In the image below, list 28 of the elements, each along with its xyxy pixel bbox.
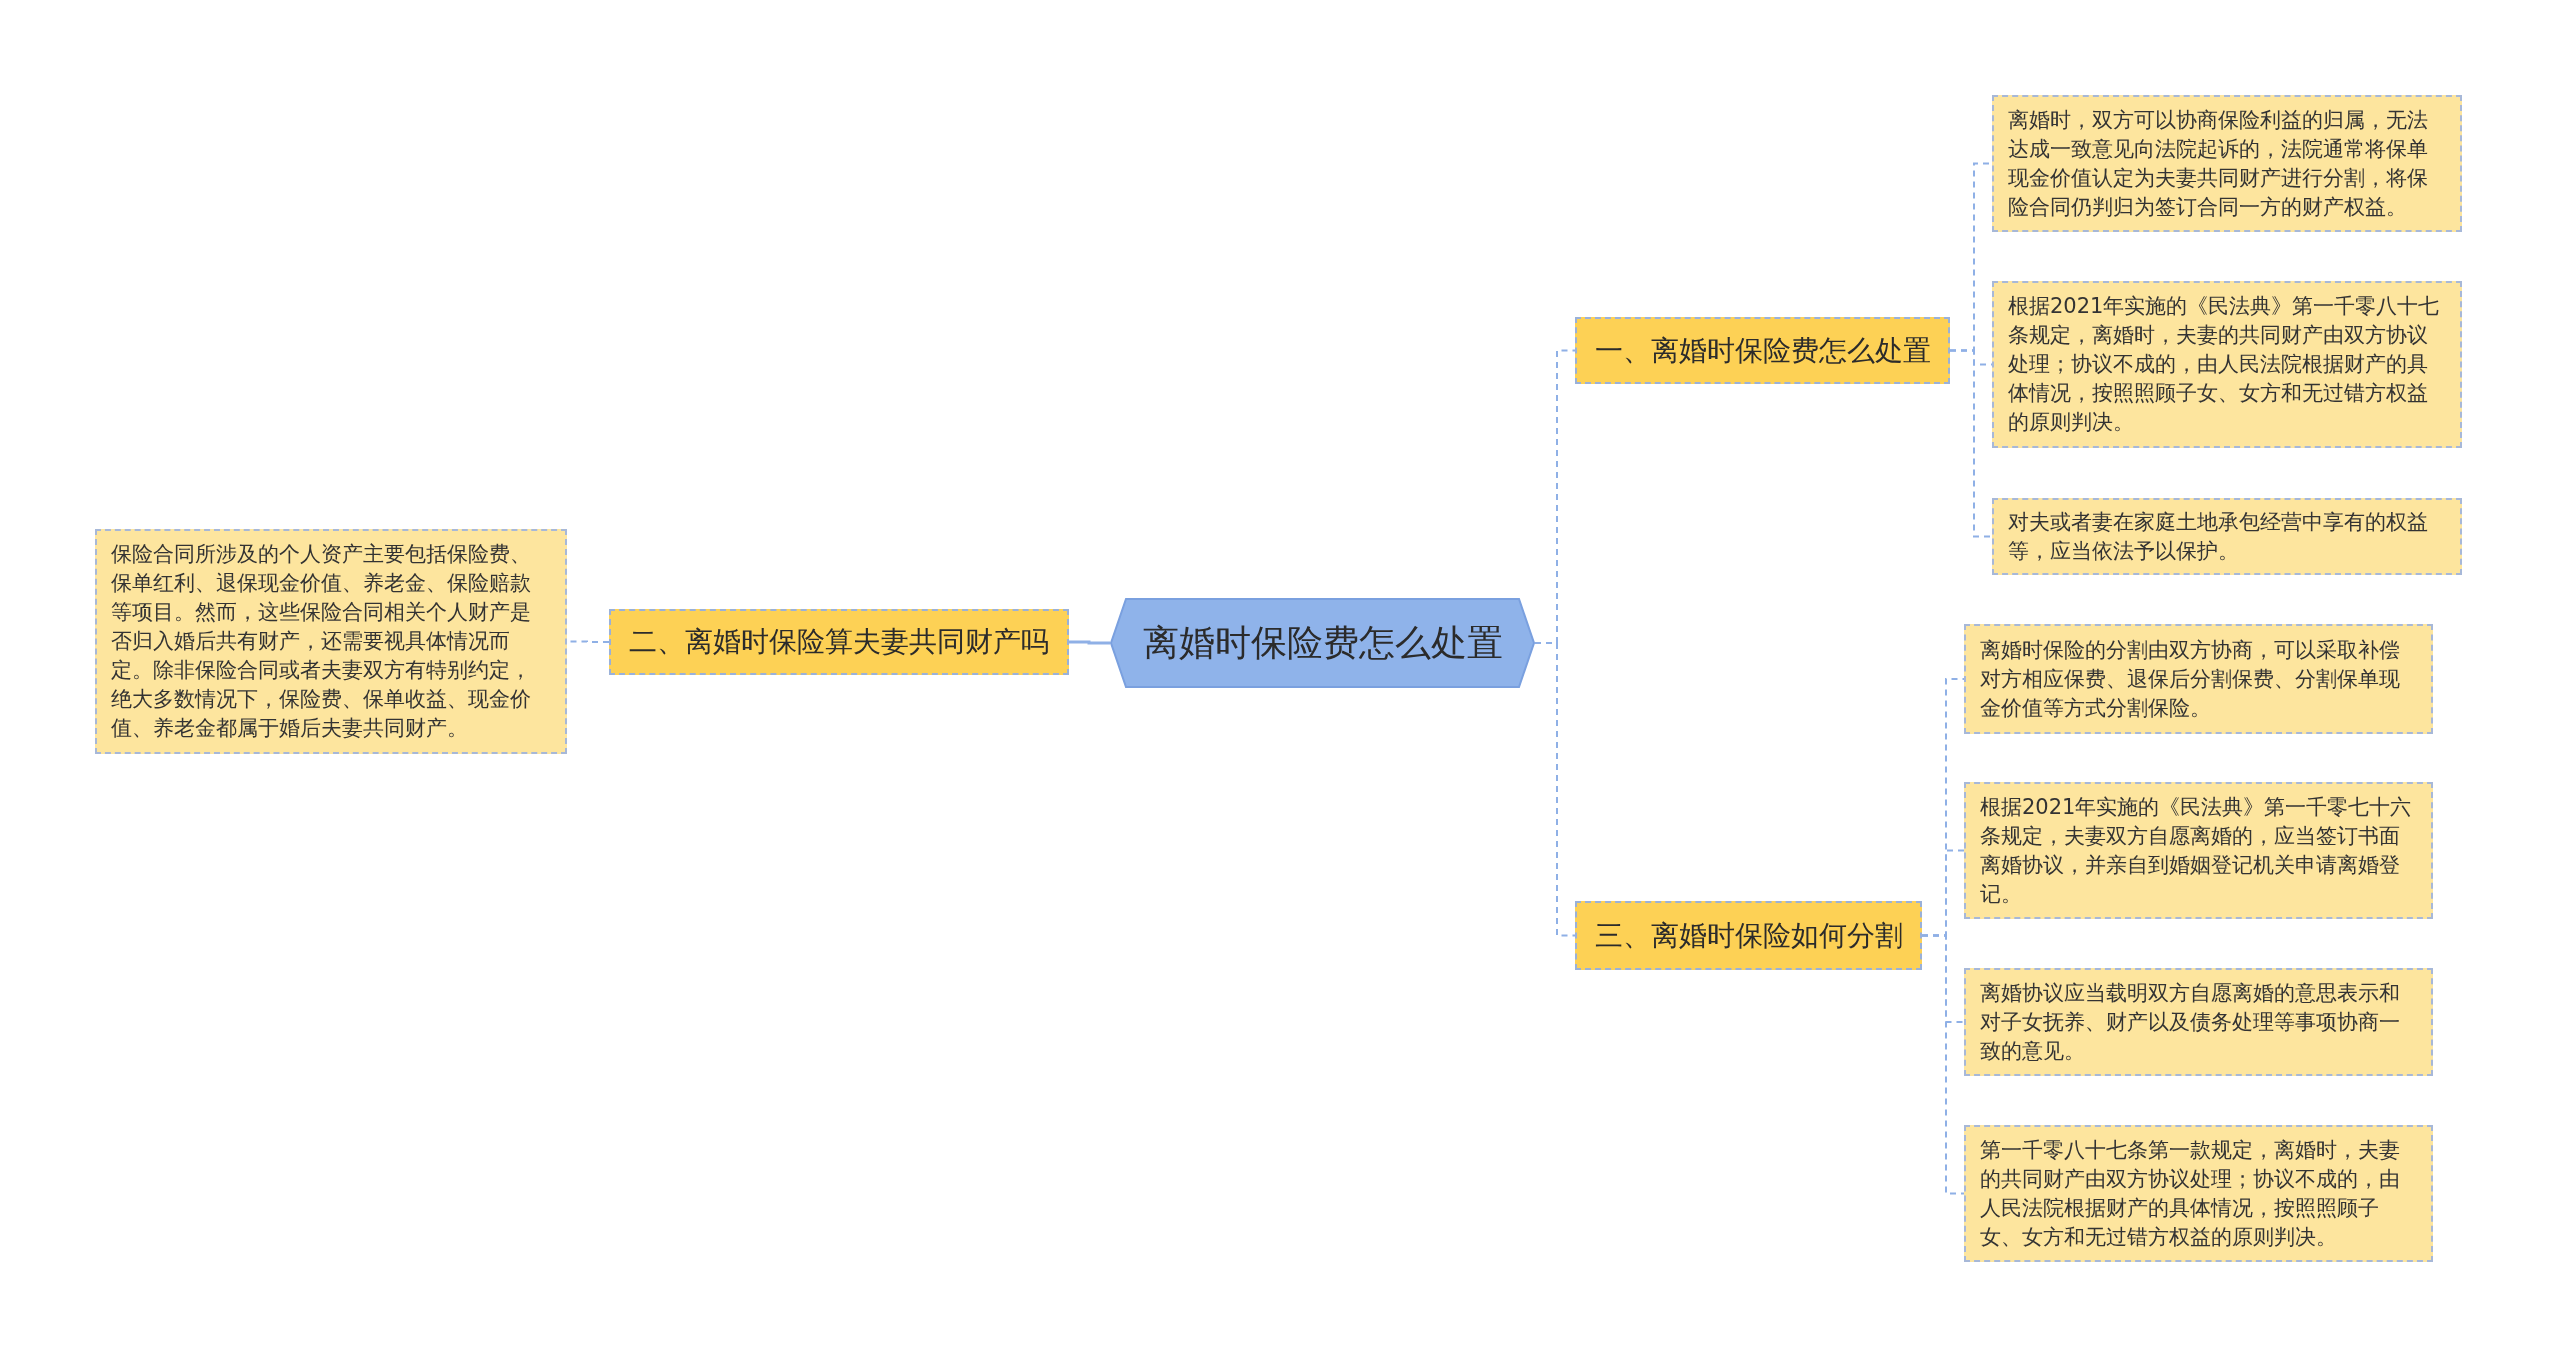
note-card [1992,498,2462,575]
note-text: 离婚协议应当载明双方自愿离婚的意思表示和对子女抚养、财产以及债务处理等事项协商一致的意见。 [1980,979,2401,1065]
note-card [1964,624,2433,734]
note-card [1964,1125,2433,1262]
note-card [95,529,567,754]
central-topic-hexagon [1110,598,1535,688]
branch-title: 三、离婚时保险如何分割 [1594,917,1903,954]
note-text: 第一千零八十七条第一款规定，离婚时，夫妻的共同财产由双方协议处理；协议不成的，由人民法院根据财产的具体情况，按照照顾子女、女方和无过错方权益的原则判决。 [1980,1136,2401,1251]
connector-line [1949,349,1993,538]
note-text: 对夫或者妻在家庭土地承包经营中享有的权益等，应当依法予以保护。 [2008,508,2429,565]
connector-line [1534,642,1576,937]
connector-line [1069,640,1110,645]
note-card [1992,95,2462,232]
topic-title: 离婚时保险费怎么处置 [1142,621,1503,665]
note-card [1992,281,2462,448]
branch-title: 二、离婚时保险算夫妻共同财产吗 [629,624,1049,660]
note-card [1964,968,2433,1076]
note-text: 保险合同所涉及的个人资产主要包括保险费、保单红利、退保现金价值、养老金、保险赔款等项目。然而，这些保险合同相关个人财产是否归入婚后共有财产，还需要视具体情况而定。除非保险合同或者夫妻双方有特别约定，绝大多数情况下，保险费、保单收益、现金价值、养老金都属于婚后夫妻共同财产。 [111,541,532,742]
branch-box [609,609,1069,675]
note-text: 离婚时保险的分割由双方协商，可以采取补偿对方相应保费、退保后分割保费、分割保单现金价值等方式分割保险。 [1980,636,2401,722]
note-text: 离婚时，双方可以协商保险利益的归属，无法达成一致意见向法院起诉的，法院通常将保单现金价值认定为夫妻共同财产进行分割，将保险合同仍判归为签订合同一方的财产权益。 [2008,106,2429,221]
branch-title: 一、离婚时保险费怎么处置 [1594,332,1931,369]
branch-box [1575,901,1922,970]
connector-line [1921,934,1965,1195]
note-text: 根据2021年实施的《民法典》第一千零八十七条规定，离婚时，夫妻的共同财产由双方协议处理；协议不成的，由人民法院根据财产的具体情况，按照照顾子女、女方和无过错方权益的原则判决。 [2008,293,2441,436]
branch-box [1575,317,1950,384]
note-text: 根据2021年实施的《民法典》第一千零七十六条规定，夫妻双方自愿离婚的，应当签订书面离婚协议，并亲自到婚姻登记机关申请离婚登记。 [1980,793,2413,908]
note-card [1964,782,2433,919]
